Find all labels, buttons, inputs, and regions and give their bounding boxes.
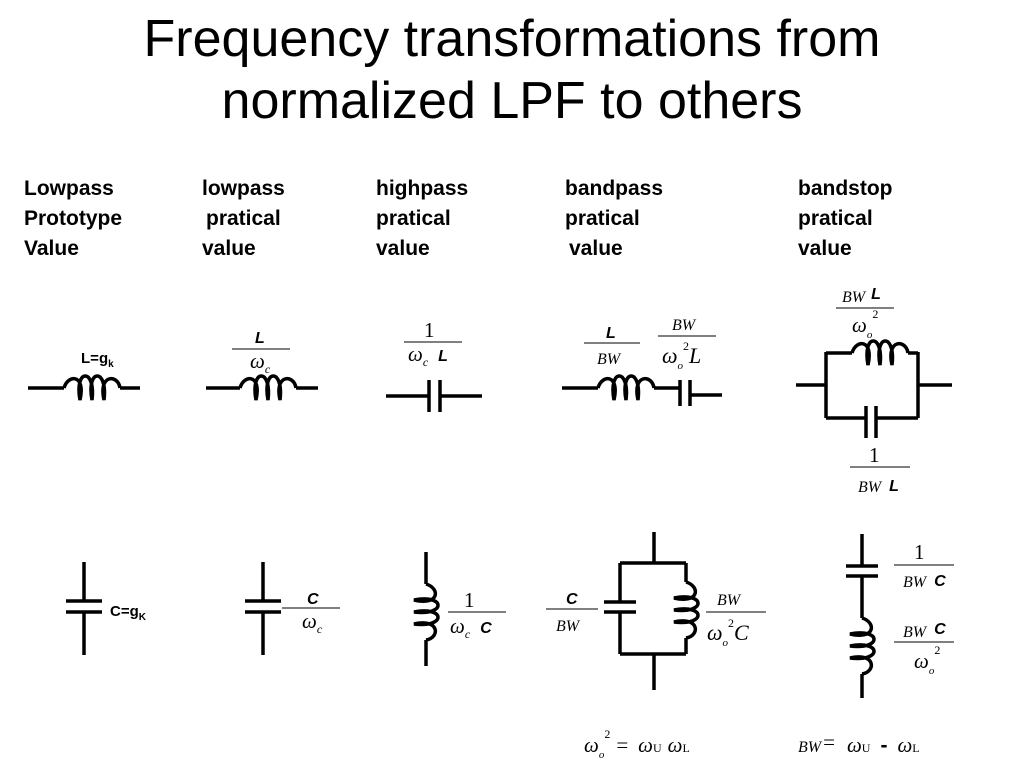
title-line-2: normalized LPF to others bbox=[221, 72, 803, 130]
label-lowpass-L: L bbox=[255, 330, 265, 347]
header-bandpass-practical: bandpass pratical value bbox=[565, 174, 663, 264]
label-bandpass-ind-BW: BW bbox=[717, 592, 742, 609]
header-line-2: pratical bbox=[565, 207, 640, 230]
label-bandstop-one: 1 bbox=[869, 443, 880, 467]
label-lowpass-omega-c: ωc bbox=[250, 349, 271, 376]
header-line-1: lowpass bbox=[202, 177, 285, 200]
header-line-3: value bbox=[376, 237, 430, 260]
bandpass-series-lc bbox=[562, 335, 722, 406]
label-bandpass-BW-2: BW bbox=[556, 618, 581, 635]
label-bandpass-L: L bbox=[606, 325, 616, 342]
title-line-1: Frequency transformations from bbox=[143, 10, 881, 68]
header-line-2: pratical bbox=[798, 207, 873, 230]
label-bandpass-C: C bbox=[566, 591, 578, 608]
label-highpass-one-2: 1 bbox=[464, 588, 475, 612]
header-bandstop-practical: bandstop pratical value bbox=[798, 174, 893, 264]
highpass-inductor bbox=[412, 552, 506, 666]
highpass-capacitor bbox=[386, 341, 482, 412]
label-bandpass-cap-BW: BW bbox=[672, 317, 697, 334]
bandstop-series-cl bbox=[846, 534, 954, 698]
prototype-capacitor bbox=[66, 562, 102, 655]
label-bandstop-omega-o2-2: ωo2 bbox=[914, 643, 940, 677]
slide-title: Frequency transformations from normalize… bbox=[0, 8, 1024, 132]
bandpass-parallel-cl bbox=[546, 532, 766, 690]
prototype-inductor bbox=[28, 374, 140, 402]
label-lowpass-omega-c-2: ωc bbox=[302, 609, 323, 636]
header-highpass-practical: highpass pratical value bbox=[376, 174, 468, 264]
label-highpass-one: 1 bbox=[424, 318, 435, 342]
header-line-1: Lowpass bbox=[24, 177, 114, 200]
header-line-1: highpass bbox=[376, 177, 469, 200]
label-bandstop-omega-o2: ωo2 bbox=[852, 307, 878, 341]
label-bandstop-one-2: 1 bbox=[914, 540, 925, 564]
header-line-2: Prototype bbox=[24, 207, 123, 230]
header-line-1: bandstop bbox=[798, 177, 893, 200]
label-prototype-capacitor: C=gK bbox=[110, 603, 147, 623]
label-bandpass-omega-o2-C: ωo2C bbox=[707, 616, 749, 649]
lowpass-capacitor bbox=[245, 562, 340, 655]
header-lowpass-prototype: Lowpass Prototype Value bbox=[24, 174, 122, 264]
label-bandpass-BW: BW bbox=[597, 351, 622, 368]
bandstop-parallel-lc bbox=[796, 307, 952, 468]
lowpass-inductor bbox=[206, 348, 318, 402]
header-line-3: value bbox=[569, 237, 623, 260]
header-line-3: value bbox=[798, 237, 852, 260]
formula-bandwidth: BW=ωU-ωL bbox=[798, 730, 920, 757]
header-line-3: Value bbox=[24, 237, 79, 260]
header-line-2: pratical bbox=[206, 207, 281, 230]
header-lowpass-practical: lowpass pratical value bbox=[202, 174, 285, 264]
label-lowpass-C: C bbox=[307, 591, 319, 608]
header-line-1: bandpass bbox=[565, 177, 664, 200]
label-prototype-inductor: L=gk bbox=[81, 350, 114, 370]
header-line-2: pratical bbox=[376, 207, 451, 230]
header-line-3: value bbox=[202, 237, 256, 260]
label-bandpass-omega-o2-L: ωo2L bbox=[662, 339, 701, 372]
